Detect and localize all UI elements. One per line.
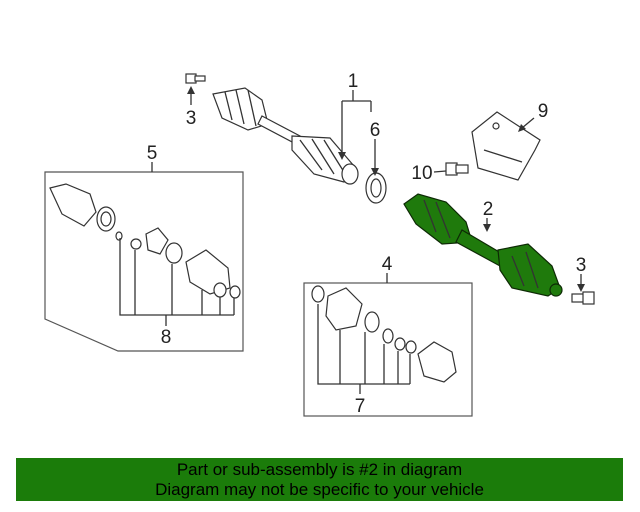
leaders-7 xyxy=(317,304,411,394)
leader-9 xyxy=(518,117,535,132)
box-5-parts xyxy=(49,183,241,299)
callout-3-lower: 3 xyxy=(576,255,587,276)
box-4-parts xyxy=(311,285,457,383)
box-5 xyxy=(44,171,244,352)
upper-axle-shaft xyxy=(185,73,359,185)
leader-3-upper xyxy=(187,86,195,105)
banner-line-2: Diagram may not be specific to your vehi… xyxy=(155,479,484,499)
callout-1: 1 xyxy=(348,71,359,92)
parts-diagram: 1 6 3 9 10 2 3 5 8 4 7 xyxy=(44,71,595,417)
leader-6 xyxy=(371,139,379,176)
callout-2: 2 xyxy=(483,199,494,220)
callout-5: 5 xyxy=(147,143,158,164)
bolt-10 xyxy=(445,162,469,176)
banner-line-1: Part or sub-assembly is #2 in diagram xyxy=(176,459,463,479)
leader-10 xyxy=(433,170,447,173)
seal-ring-6 xyxy=(365,172,387,204)
axle-1-body xyxy=(212,87,359,185)
box-4 xyxy=(303,282,473,417)
callout-8: 8 xyxy=(161,327,172,348)
info-banner: Part or sub-assembly is #2 in diagram Di… xyxy=(16,458,623,501)
callout-4: 4 xyxy=(382,254,393,275)
callout-3-upper: 3 xyxy=(186,108,197,129)
callout-10: 10 xyxy=(411,163,432,184)
leaders-8 xyxy=(119,238,235,326)
callout-7: 7 xyxy=(355,396,366,417)
bolt-lower-right xyxy=(571,291,595,305)
leader-3-lower xyxy=(577,274,585,292)
leader-1 xyxy=(338,90,372,160)
leader-2 xyxy=(483,218,491,232)
highlighted-axle-2 xyxy=(403,193,563,297)
callout-6: 6 xyxy=(370,120,381,141)
callout-9: 9 xyxy=(538,101,549,122)
bolt-upper-left xyxy=(185,73,206,84)
